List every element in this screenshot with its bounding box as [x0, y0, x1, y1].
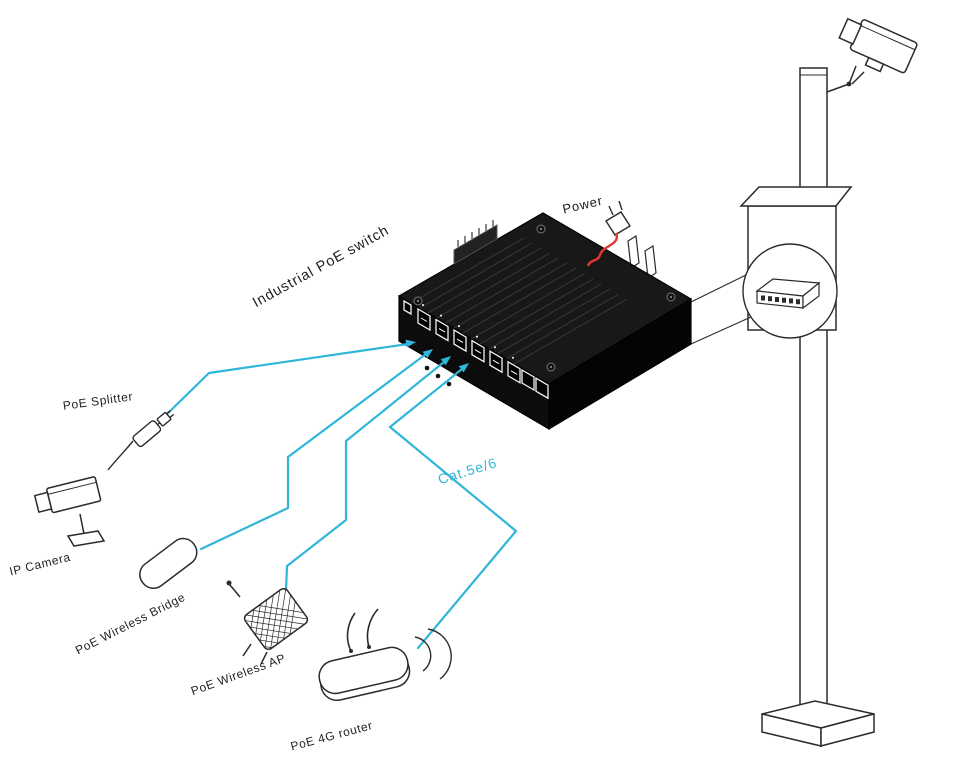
heatsink-fins [410, 237, 628, 365]
switch-right-face [548, 297, 692, 431]
cable-arrow [405, 339, 416, 348]
cable-arrow [440, 356, 451, 366]
poe-splitter-icon [107, 410, 175, 471]
zoom-line-top [690, 274, 747, 303]
corner-screws [413, 224, 676, 372]
wireless-ap-icon [226, 580, 310, 665]
sfp-port [535, 377, 549, 400]
cable-to-splitter [163, 342, 410, 418]
cable-arrow [458, 363, 469, 373]
cable-to-ap [284, 360, 446, 592]
switch-ports [403, 299, 549, 400]
cable-to-router [388, 367, 518, 650]
cable-to-bridge [199, 352, 428, 551]
cctv-camera-icon [33, 476, 106, 547]
din-clip [627, 234, 657, 280]
cable-arrow [422, 349, 433, 359]
signal-arc [414, 636, 432, 672]
ports-ellipsis-dots [424, 365, 452, 387]
router-antenna [346, 612, 356, 652]
sfp-port [521, 368, 535, 392]
zoom-line-bottom [690, 316, 752, 345]
power-wire [586, 232, 619, 267]
zoom-detail-circle [742, 243, 838, 339]
wireless-bridge-icon [139, 537, 198, 589]
pole-base [761, 700, 875, 747]
router-antenna [366, 608, 379, 648]
mini-switch-icon [755, 278, 821, 310]
cat5-cables [163, 342, 518, 650]
terminal-block [453, 220, 498, 265]
cable-arrows [405, 339, 469, 373]
mounting-pole [799, 67, 828, 717]
poe-switch-3d [397, 212, 693, 431]
router-4g-icon [318, 608, 452, 702]
console-port [403, 299, 412, 316]
signal-arc [427, 628, 452, 680]
power-plug-icon [605, 200, 631, 236]
pole-camera-icon [826, 17, 918, 93]
